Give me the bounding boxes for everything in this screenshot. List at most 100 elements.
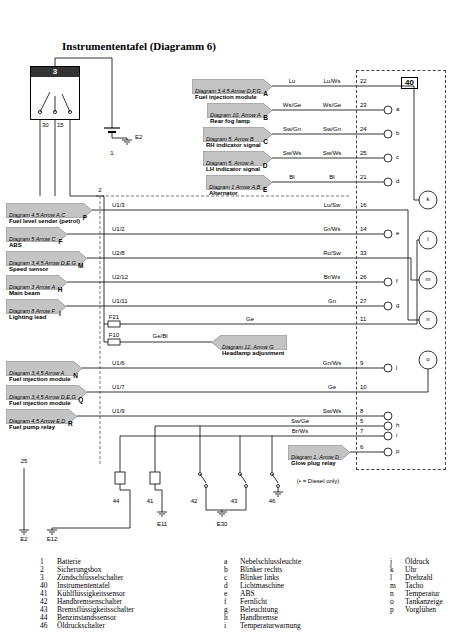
diagram-reference: Diagram 5 Arrow C xyxy=(9,236,56,242)
key-table-cell: 41 xyxy=(40,590,48,598)
arrow-outline xyxy=(6,299,66,314)
callout-number: 46 xyxy=(269,498,276,504)
connector-letter: E xyxy=(261,186,269,193)
pin-number: 24 xyxy=(360,126,367,132)
key-table-cell: Blinker rechts xyxy=(240,566,282,574)
terminal-number: 25 xyxy=(21,458,28,464)
fuse-label: F21 xyxy=(109,314,119,320)
wire-color-code: Ws/Ge xyxy=(322,102,342,108)
indicator-letter: g xyxy=(396,302,399,308)
wire-connector xyxy=(92,210,356,211)
key-table-cell: 43 xyxy=(40,606,48,614)
pin-number: 11 xyxy=(360,316,366,322)
indicator-letter: f xyxy=(396,278,398,284)
wire-color-code: Sw/Gn xyxy=(283,126,301,132)
indicator-letter: e xyxy=(396,230,399,236)
pin-number: 23 xyxy=(360,102,367,108)
arrow-outline xyxy=(6,361,82,376)
key-table-cell: 46 xyxy=(40,622,48,630)
pin-number: 9 xyxy=(360,360,363,366)
pin-number: 22 xyxy=(360,78,367,84)
sensor-symbol xyxy=(115,472,125,484)
ground-label: E2 xyxy=(20,536,27,542)
gauge-symbol xyxy=(419,191,437,369)
pin-number: 7 xyxy=(360,428,363,434)
connector-name: Headlamp adjustment xyxy=(222,350,284,357)
plug-pin: U1/3 xyxy=(112,202,125,208)
wire-color-code: Sw/Ge xyxy=(291,418,309,424)
wire-color-code: Sw/Ws xyxy=(322,150,343,156)
connector-arrow: Diagram 1 Arrow A,BAlternatorE xyxy=(206,175,272,190)
switch-terminal xyxy=(68,110,71,113)
connector-arrow: Diagram 3,4,5 Arrow AFuel injection modu… xyxy=(6,361,82,376)
connector-name: Fuel injection module xyxy=(195,94,261,101)
ground-symbol xyxy=(273,487,283,496)
connector-letter: C xyxy=(262,138,270,145)
fusebox-outline xyxy=(96,196,350,466)
arrow-outline xyxy=(203,127,272,142)
key-table-cell: 1 xyxy=(40,558,44,566)
connector-letter: R xyxy=(66,420,74,427)
fuse-symbol xyxy=(108,321,120,327)
wire-connector xyxy=(87,258,356,259)
diagram-reference: Diagram 3,4,5 Arrow D,E,G xyxy=(9,260,76,266)
arrow-outline xyxy=(6,227,67,242)
pin-number: 6 xyxy=(360,444,363,450)
switch-terminal xyxy=(38,110,41,113)
terminal-number: 15 xyxy=(57,122,64,128)
connector-name: Alternator xyxy=(209,190,260,197)
callout-number: 40 xyxy=(401,77,418,89)
connector-letter: M xyxy=(77,262,85,269)
key-table-cell: 3 xyxy=(40,574,44,582)
diagram-reference: Diagram 4,5 Arrow A,C xyxy=(9,212,80,218)
arrow-outline xyxy=(192,79,272,94)
arrow-outline xyxy=(212,335,287,350)
sensor-symbol xyxy=(150,472,160,484)
connector-arrow: Diagram 10, Arrow ARear fog lampB xyxy=(207,103,272,118)
connector-arrow: Diagram 3,4,5 Arrow D,E,GFuel injection … xyxy=(6,385,87,400)
pin-number: 14 xyxy=(360,226,367,232)
key-table-cell: Temperatur xyxy=(405,590,439,598)
connector-arrow: Diagram 3,4,5 Arrow D,F,GFuel injection … xyxy=(192,79,272,94)
key-table-cell: 40 xyxy=(40,582,48,590)
connector-name: Fuel injection module xyxy=(9,376,71,383)
key-table-cell: Temperaturwarnung xyxy=(240,622,301,630)
diagram-reference: Diagram 12, Arrow G xyxy=(222,344,284,350)
connector-arrow: Diagram 3 Arrow AMain beamH xyxy=(6,275,67,290)
key-table-cell: Vorglühen xyxy=(405,606,436,614)
pin-number: 16 xyxy=(360,202,367,208)
wire-color-code: Br/Ws xyxy=(292,428,308,434)
key-table-cell: p xyxy=(390,606,394,614)
key-table-cell: Öldruckschalter xyxy=(57,622,105,630)
wire-connector xyxy=(272,158,356,159)
connector-arrow: Diagram 3,4,5 Arrow D,E,GSpeed sensorM xyxy=(6,251,87,266)
key-table-cell: ABS xyxy=(240,590,255,598)
key-table-cell: Kühlflüssigkeitssensor xyxy=(57,590,125,598)
key-table-cell: Fernlicht xyxy=(240,598,267,606)
connector-name: Main beam xyxy=(9,290,55,297)
diagram-reference: Diagram 4,5 Arrow E,D xyxy=(9,418,65,424)
diagram-reference: Diagram 3,4,5 Arrow D,F,G xyxy=(195,88,261,94)
connector-letter: I xyxy=(56,310,64,317)
key-table-cell: h xyxy=(224,614,228,622)
wire-color-code: Lu/Ws xyxy=(322,78,341,84)
connector-name: Glow plug relay xyxy=(291,460,339,467)
wire-color-code: Gn/Ws xyxy=(322,360,342,366)
key-table-cell: n xyxy=(390,590,394,598)
ground-label: E11 xyxy=(157,521,167,527)
connector-letter: F xyxy=(57,238,65,245)
arrow-outline xyxy=(207,103,272,118)
diagram-reference: Diagram 10, Arrow A xyxy=(210,112,261,118)
connector-arrow: Diagram 1, Arrow DGlow plug relay xyxy=(288,445,350,460)
key-table-cell: f xyxy=(224,598,227,606)
key-table-cell: Beleuchtung xyxy=(240,606,278,614)
switch-contacts xyxy=(40,92,70,112)
key-table-cell: d xyxy=(224,582,228,590)
connector-name: RH indicator signal xyxy=(206,142,261,149)
key-table-cell: Benzinstandssensor xyxy=(57,614,116,622)
key-table-cell: b xyxy=(224,566,228,574)
connector-name: Fuel pump relay xyxy=(9,424,65,431)
fuse-label: F10 xyxy=(109,332,119,338)
key-table-cell: Lichtmaschine xyxy=(240,582,284,590)
pin-number: 33 xyxy=(360,250,367,256)
